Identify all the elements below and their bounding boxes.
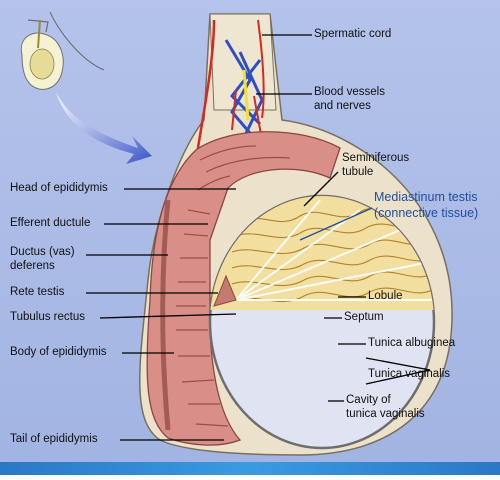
label-deferens: deferens: [10, 260, 55, 273]
label-tubule: tubule: [342, 166, 373, 179]
footer-bar: [0, 462, 500, 475]
label-cavity-of: Cavity of: [346, 394, 391, 407]
label-blood-vessels: Blood vessels: [314, 86, 385, 99]
label-rete-testis: Rete testis: [10, 286, 64, 299]
label-seminiferous: Seminiferous: [342, 152, 409, 165]
label-tunica-vaginalis-cavity: tunica vaginalis: [346, 408, 425, 421]
label-body-of-epididymis: Body of epididymis: [10, 346, 107, 359]
label-tunica-albuginea: Tunica albuginea: [368, 337, 455, 350]
label-and-nerves: and nerves: [314, 100, 371, 113]
label-lobule: Lobule: [368, 290, 403, 303]
label-septum: Septum: [344, 311, 384, 324]
label-efferent-ductule: Efferent ductule: [10, 217, 90, 230]
label-spermatic-cord: Spermatic cord: [314, 28, 391, 41]
label-head-of-epididymis: Head of epididymis: [10, 182, 108, 195]
label-ductus-vas: Ductus (vas): [10, 246, 75, 259]
label-tail-of-epididymis: Tail of epididymis: [10, 433, 98, 446]
label-connective-tissue: (connective tissue): [374, 206, 478, 221]
label-mediastinum-testis: Mediastinum testis: [374, 190, 478, 205]
label-tubulus-rectus: Tubulus rectus: [10, 311, 85, 324]
label-tunica-vaginalis: Tunica vaginalis: [368, 368, 450, 381]
